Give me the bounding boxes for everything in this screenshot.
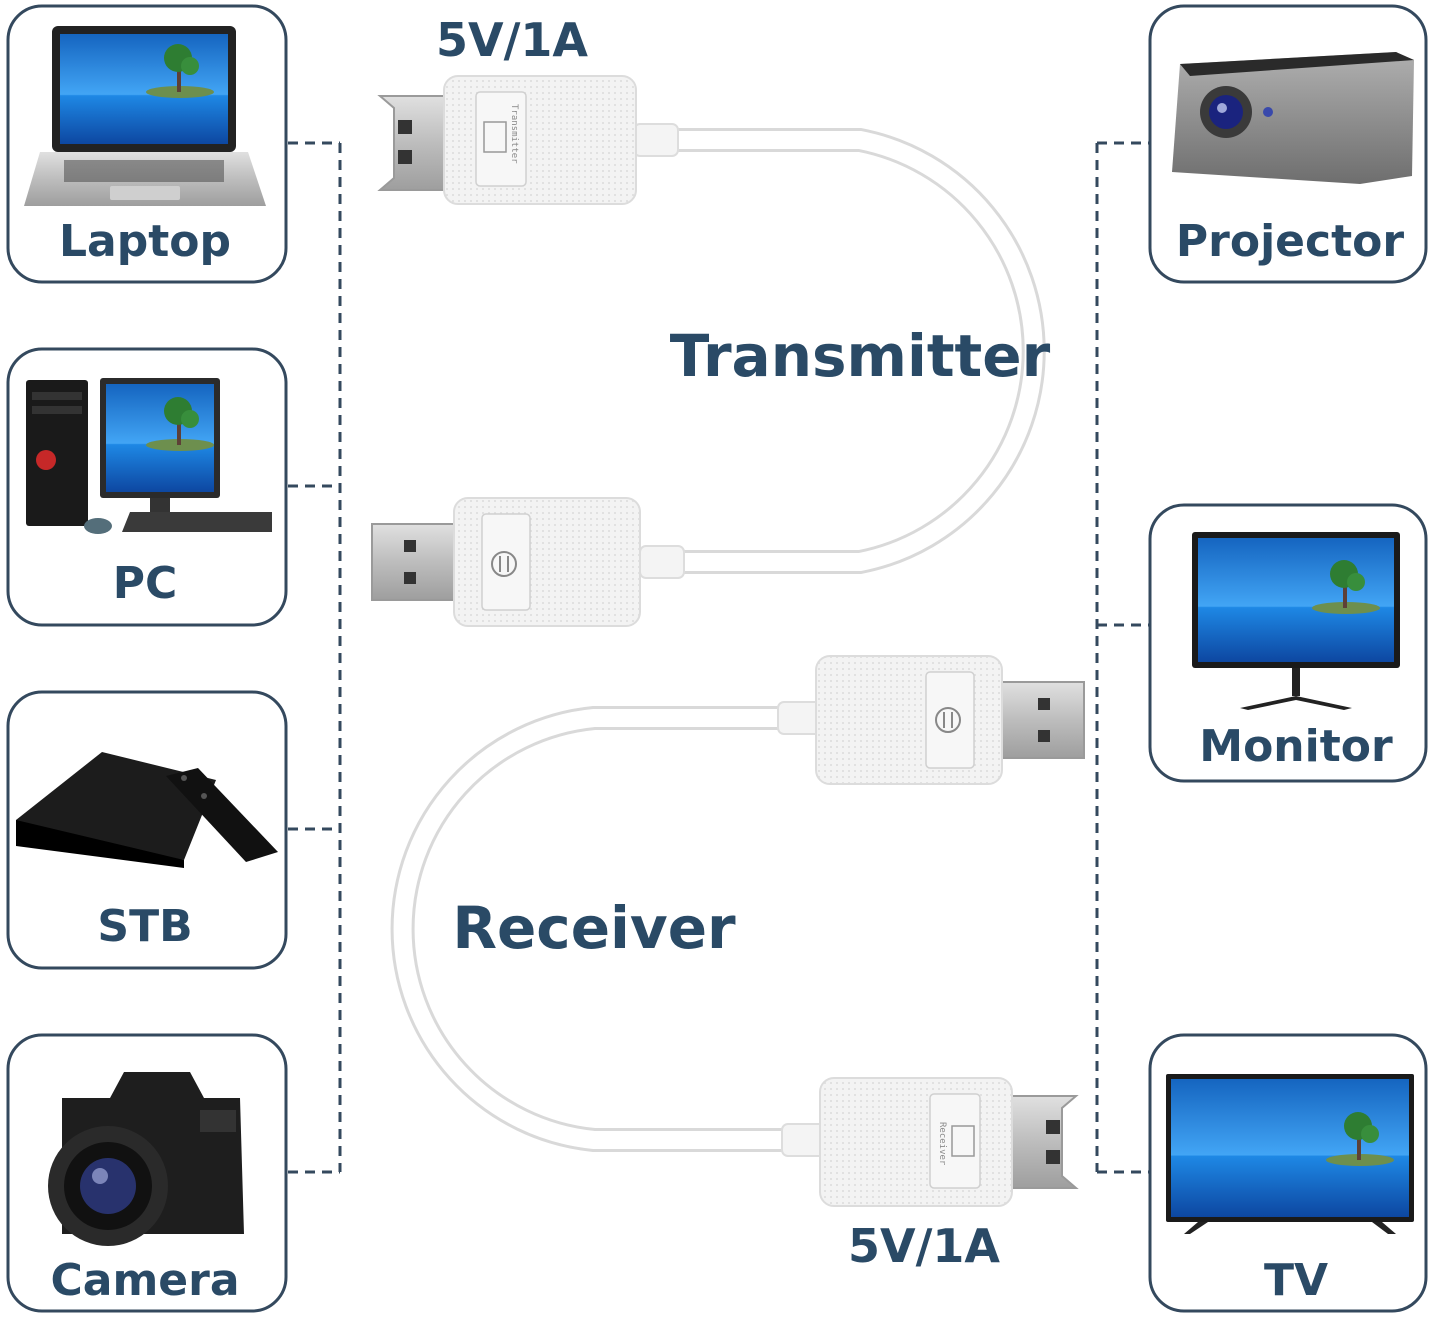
transmitter-power-rating: 5V/1A — [436, 13, 588, 67]
receiver-assembly: Receiver 5V/1A Receiver — [390, 655, 1085, 1273]
device-label-pc: PC — [113, 558, 178, 609]
device-card-camera: Camera — [6, 1033, 288, 1313]
transmitter-assembly: Transmitter 5V/1A Transmitter — [371, 13, 1051, 627]
receiver-power-rating: 5V/1A — [848, 1219, 1000, 1273]
device-label-stb: STB — [97, 901, 192, 952]
power-plug-icon — [491, 551, 517, 577]
projector-icon — [1172, 52, 1414, 184]
device-label-monitor: Monitor — [1199, 721, 1393, 772]
device-card-laptop: Laptop — [6, 4, 288, 284]
receiver-hdmi-plug: Receiver — [819, 1077, 1079, 1207]
receiver-label: Receiver — [452, 894, 736, 962]
power-plug-icon — [935, 707, 961, 733]
tv-icon — [1166, 1074, 1414, 1234]
device-card-pc: PC — [6, 347, 288, 627]
device-card-tv: TV — [1148, 1033, 1428, 1313]
device-card-monitor: Monitor — [1148, 503, 1428, 783]
monitor-icon — [1192, 532, 1400, 710]
device-label-tv: TV — [1264, 1255, 1328, 1306]
device-label-projector: Projector — [1176, 216, 1404, 267]
device-label-laptop: Laptop — [59, 216, 231, 267]
left-connector-lines — [288, 141, 342, 1174]
transmitter-usb-plug — [371, 497, 641, 627]
transmitter-label: Transmitter — [670, 322, 1051, 390]
receiver-module-print: Receiver — [937, 1122, 947, 1166]
receiver-usb-plug — [815, 655, 1085, 785]
device-card-projector: Projector — [1148, 4, 1428, 284]
camera-icon — [48, 1072, 244, 1246]
right-connector-lines — [1095, 141, 1150, 1174]
device-card-stb: STB — [6, 690, 288, 970]
device-label-camera: Camera — [50, 1255, 239, 1306]
laptop-icon — [24, 26, 266, 206]
transmitter-hdmi-plug: Transmitter — [377, 75, 637, 205]
desktop-pc-icon — [26, 378, 272, 534]
transmitter-module-print: Transmitter — [509, 104, 519, 164]
set-top-box-icon — [16, 752, 278, 868]
